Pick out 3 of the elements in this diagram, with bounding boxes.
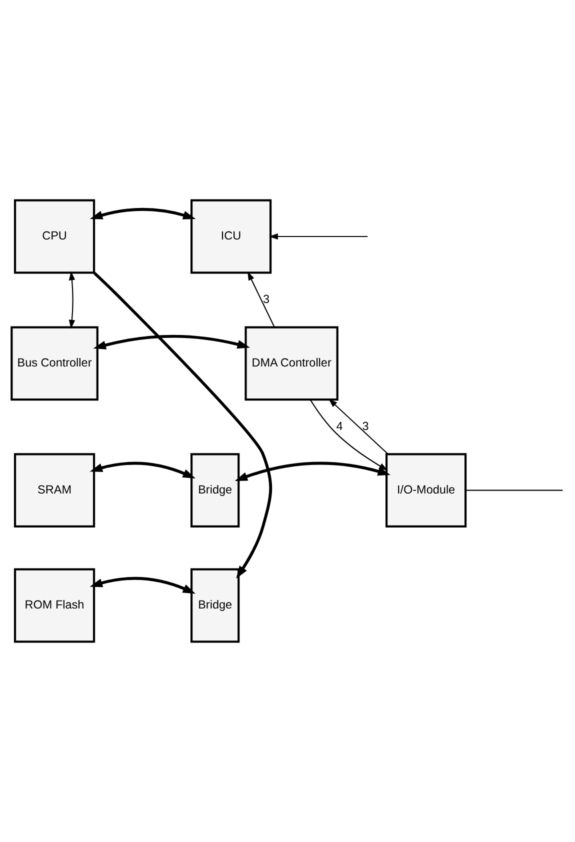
edge-label: 3 xyxy=(263,293,270,306)
edge-label: 3 xyxy=(362,420,369,433)
edge-label: 4 xyxy=(336,420,343,433)
